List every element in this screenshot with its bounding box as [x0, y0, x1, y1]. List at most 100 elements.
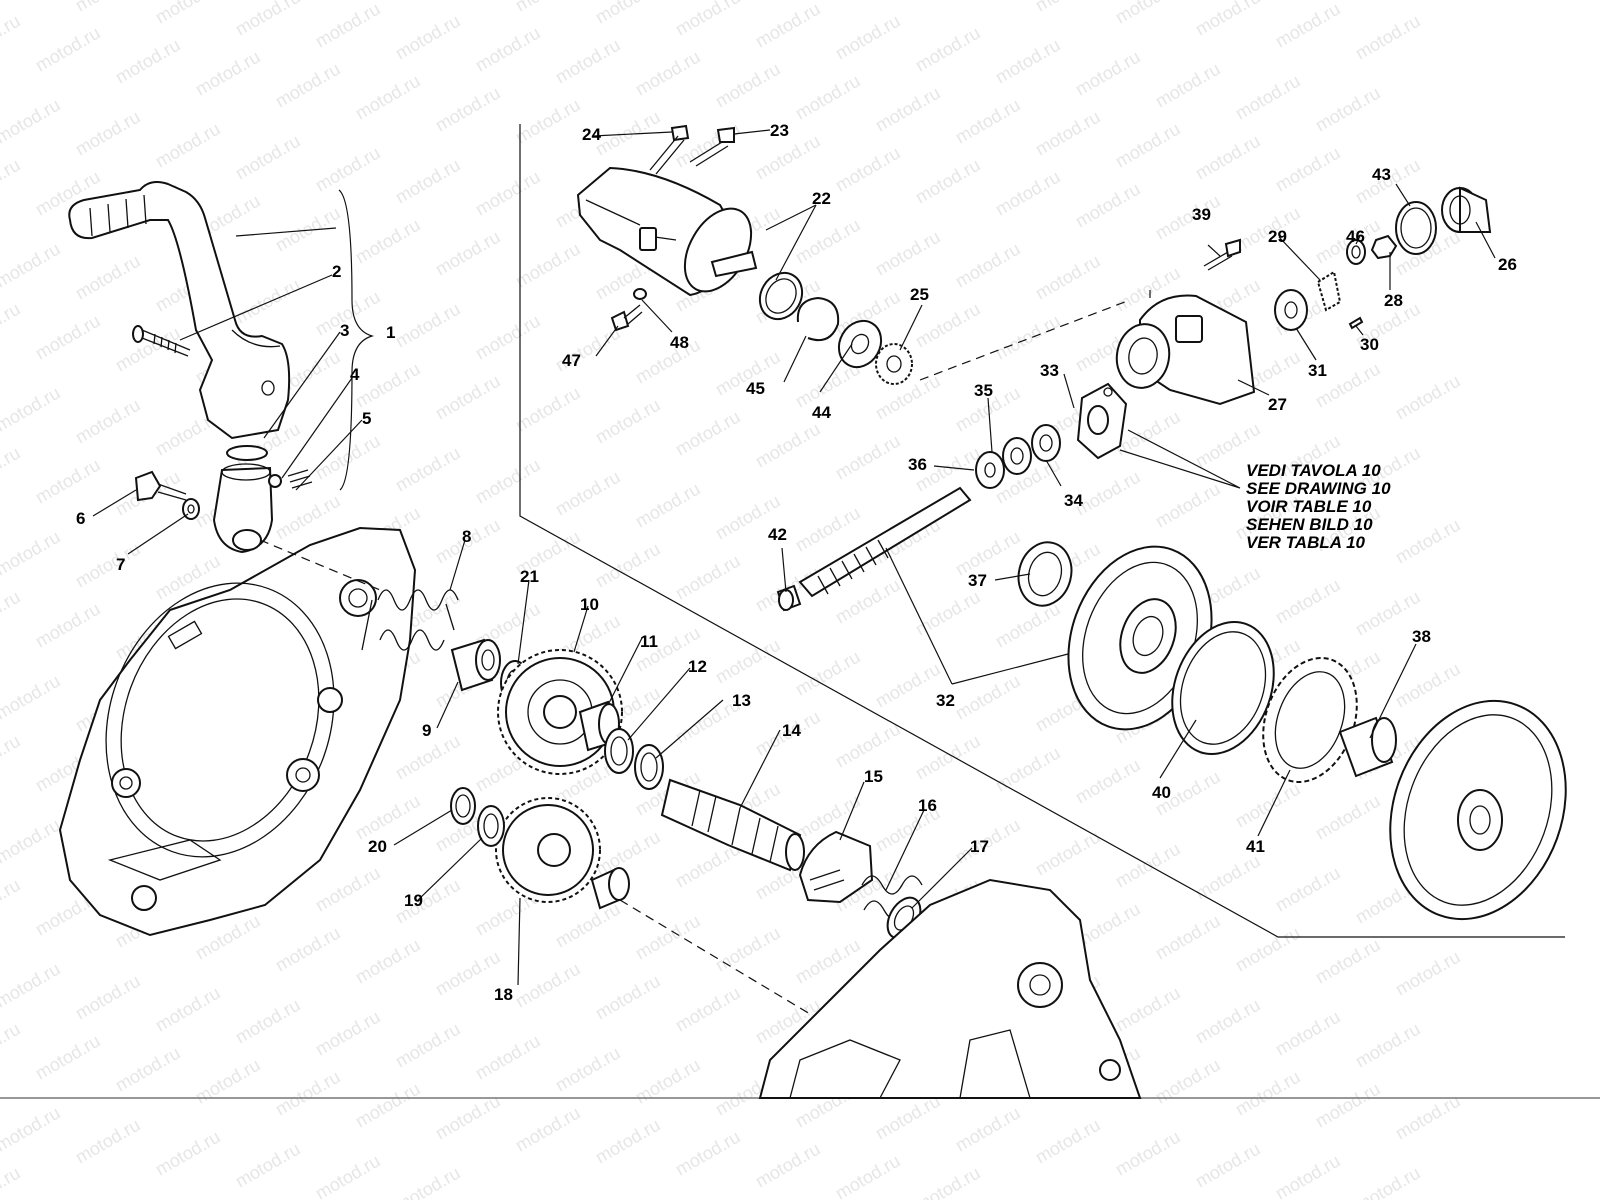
callout-5: 5 — [362, 409, 371, 428]
watermark-text: motod.ru — [472, 23, 544, 76]
watermark-text: motod.ru — [392, 155, 464, 208]
watermark-text: motod.ru — [952, 239, 1024, 292]
watermark-text: motod.ru — [472, 311, 544, 364]
watermark-text: motod.ru — [1152, 59, 1224, 112]
callout-36: 36 — [908, 455, 927, 474]
watermark-text: motod.ru — [552, 1043, 624, 1096]
bolt-39 — [1203, 238, 1241, 271]
left-cover-casting — [58, 526, 417, 937]
watermark-text: motod.ru — [792, 215, 864, 268]
watermark-text: motod.ru — [512, 95, 584, 148]
watermark-text: motod.ru — [232, 131, 304, 184]
callout-23: 23 — [770, 121, 789, 140]
watermark-text: motod.ru — [912, 587, 984, 640]
watermark-text: motod.ru — [472, 455, 544, 508]
watermark-text: motod.ru — [672, 0, 744, 39]
watermark-text: motod.ru — [32, 23, 104, 76]
callout-24: 24 — [582, 125, 601, 144]
watermark-text: motod.ru — [912, 731, 984, 784]
watermark-text: motod.ru — [0, 299, 24, 352]
kick-spring-8 — [361, 589, 459, 651]
watermark-text: motod.ru — [992, 35, 1064, 88]
callout-3: 3 — [340, 321, 349, 340]
callout-1: 1 — [386, 323, 395, 342]
callout-labels: 1 2 3 4 5 6 7 8 9 10 11 12 13 14 15 16 1… — [76, 121, 1517, 1004]
o-rings-22 — [758, 271, 804, 321]
watermark-text: motod.ru — [432, 947, 504, 1000]
watermark-text: motod.ru — [312, 1007, 384, 1060]
watermark-text: motod.ru — [0, 875, 24, 928]
kick-shaft-14 — [660, 778, 805, 872]
callout-35: 35 — [974, 381, 993, 400]
watermark-text: motod.ru — [512, 239, 584, 292]
watermark-text: motod.ru — [1112, 0, 1184, 27]
watermark-text: motod.ru — [512, 959, 584, 1012]
watermark-text: motod.ru — [992, 311, 1064, 364]
watermark-text: motod.ru — [952, 95, 1024, 148]
watermark-text: motod.ru — [0, 587, 24, 640]
watermark-text: motod.ru — [312, 1151, 384, 1200]
watermark-text: motod.ru — [952, 1103, 1024, 1156]
callout-25: 25 — [910, 285, 929, 304]
watermark-text: motod.ru — [672, 1127, 744, 1180]
reference-note-line-3: VOIR TABLE 10 — [1246, 497, 1372, 516]
watermark-text: motod.ru — [592, 395, 664, 448]
watermark-text: motod.ru — [392, 1019, 464, 1072]
watermark-text: motod.ru — [32, 455, 104, 508]
reference-note-line-4: SEHEN BILD 10 — [1246, 515, 1373, 534]
callout-41: 41 — [1246, 837, 1265, 856]
watermark-text: motod.ru — [792, 503, 864, 556]
seal-37 — [1017, 541, 1073, 607]
watermark-text: motod.ru — [512, 383, 584, 436]
watermark-text: motod.ru — [72, 395, 144, 448]
callout-20: 20 — [368, 837, 387, 856]
watermark-text: motod.ru — [912, 299, 984, 352]
watermark-text: motod.ru — [152, 1127, 224, 1180]
watermark-text: motod.ru — [1392, 947, 1464, 1000]
watermark-text: motod.ru — [1192, 131, 1264, 184]
watermark-text: motod.ru — [112, 35, 184, 88]
watermark-text: motod.ru — [552, 899, 624, 952]
watermark-text: motod.ru — [1272, 0, 1344, 51]
callout-42: 42 — [768, 525, 787, 544]
bearing-31 — [1274, 289, 1308, 331]
callout-48: 48 — [670, 333, 689, 352]
watermark-text: motod.ru — [552, 467, 624, 520]
watermark-text: motod.ru — [952, 527, 1024, 580]
watermark-text: motod.ru — [1232, 71, 1304, 124]
watermark-text: motod.ru — [592, 0, 664, 27]
lever-bolt — [132, 325, 191, 357]
callout-47: 47 — [562, 351, 581, 370]
watermark-text: motod.ru — [1192, 0, 1264, 39]
watermark-text: motod.ru — [1152, 191, 1224, 244]
callout-31: 31 — [1308, 361, 1327, 380]
callout-12: 12 — [688, 657, 707, 676]
cover-27 — [1115, 294, 1256, 406]
reference-note-line-5: VER TABLA 10 — [1246, 533, 1366, 552]
watermark-text: motod.ru — [832, 431, 904, 484]
reference-note-line-1: VEDI TAVOLA 10 — [1246, 461, 1381, 480]
watermark-text: motod.ru — [632, 479, 704, 532]
lever-boss — [212, 445, 313, 554]
watermark-text: motod.ru — [312, 0, 384, 51]
watermark-text: motod.ru — [392, 299, 464, 352]
watermark-text: motod.ru — [912, 1163, 984, 1200]
watermark-text: motod.ru — [352, 1079, 424, 1132]
crankcase-lower — [758, 878, 1142, 1099]
callout-2: 2 — [332, 262, 341, 281]
watermark-text: motod.ru — [1032, 251, 1104, 304]
watermark-text: motod.ru — [792, 71, 864, 124]
starter-motor — [576, 166, 758, 297]
watermark-text: motod.ru — [72, 107, 144, 160]
watermark-text: motod.ru — [272, 923, 344, 976]
callout-21: 21 — [520, 567, 539, 586]
callout-27: 27 — [1268, 395, 1287, 414]
callout-34: 34 — [1064, 491, 1083, 510]
watermark-text: motod.ru — [432, 0, 504, 3]
pin-30 — [1348, 316, 1364, 330]
watermark-text: motod.ru — [232, 275, 304, 328]
callout-18: 18 — [494, 985, 513, 1004]
watermark-text: motod.ru — [1072, 755, 1144, 808]
watermark-text: motod.ru — [1352, 11, 1424, 64]
watermark-text: motod.ru — [0, 443, 24, 496]
